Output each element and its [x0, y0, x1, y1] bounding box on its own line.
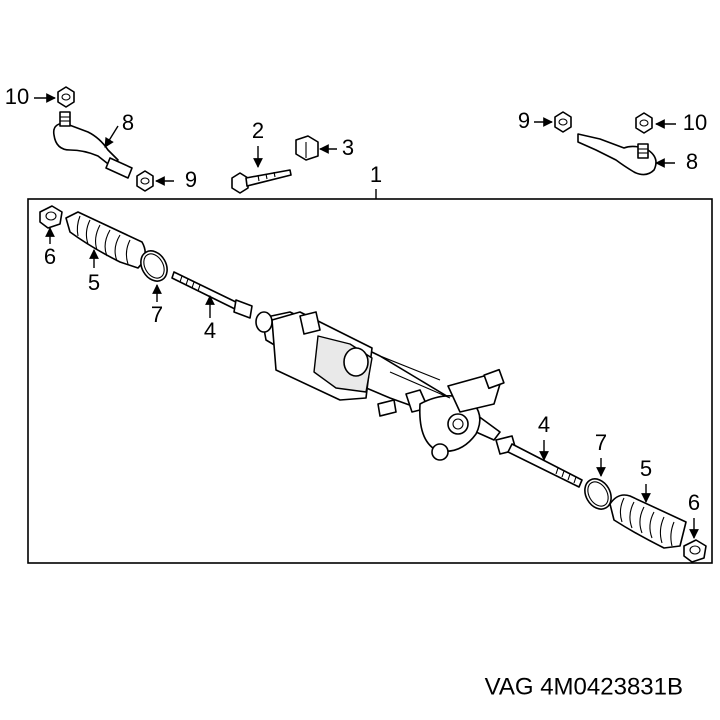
- boot-5-right: [609, 494, 687, 549]
- callout-6-right: 6: [688, 490, 700, 515]
- callout-8-right: 8: [686, 149, 698, 174]
- assembly-frame: [27, 198, 713, 564]
- nut-9-right: [554, 111, 572, 133]
- callout-5-left: 5: [88, 270, 100, 295]
- tie-rod-end-8-right: [577, 133, 657, 176]
- callout-9-left: 9: [185, 167, 197, 192]
- clamp-7-left: [140, 250, 168, 282]
- bolt-2: [231, 169, 292, 194]
- nut-9-left: [136, 170, 154, 192]
- boot-5-left: [65, 211, 146, 269]
- callout-7-left: 7: [151, 302, 163, 327]
- tie-rod-end-8-left: [52, 111, 133, 179]
- callout-3: 3: [342, 135, 354, 160]
- part-number-caption: VAG 4M0423831B: [485, 673, 683, 700]
- callout-6-left: 6: [44, 244, 56, 269]
- callout-10-left: 10: [5, 84, 29, 109]
- callout-4-right: 4: [538, 412, 550, 437]
- inner-tie-rod-4-left: [171, 271, 253, 319]
- clamp-6-left: [39, 205, 63, 229]
- nut-10-right: [635, 112, 653, 134]
- callout-5-right: 5: [640, 456, 652, 481]
- clamp-6-right: [683, 539, 707, 563]
- leader-8-left: [104, 125, 119, 148]
- clamp-7-right: [584, 478, 612, 510]
- inner-tie-rod-4-right: [495, 435, 583, 488]
- callout-10-right: 10: [683, 110, 707, 135]
- callout-8-left: 8: [122, 110, 134, 135]
- callout-1: 1: [370, 162, 382, 187]
- callout-9-right: 9: [518, 108, 530, 133]
- callout-7-right: 7: [595, 430, 607, 455]
- nut-10-left: [57, 86, 75, 108]
- callout-2: 2: [252, 118, 264, 143]
- nut-3: [295, 135, 319, 161]
- steering-rack-housing: [255, 311, 505, 461]
- callout-4-left: 4: [204, 318, 216, 343]
